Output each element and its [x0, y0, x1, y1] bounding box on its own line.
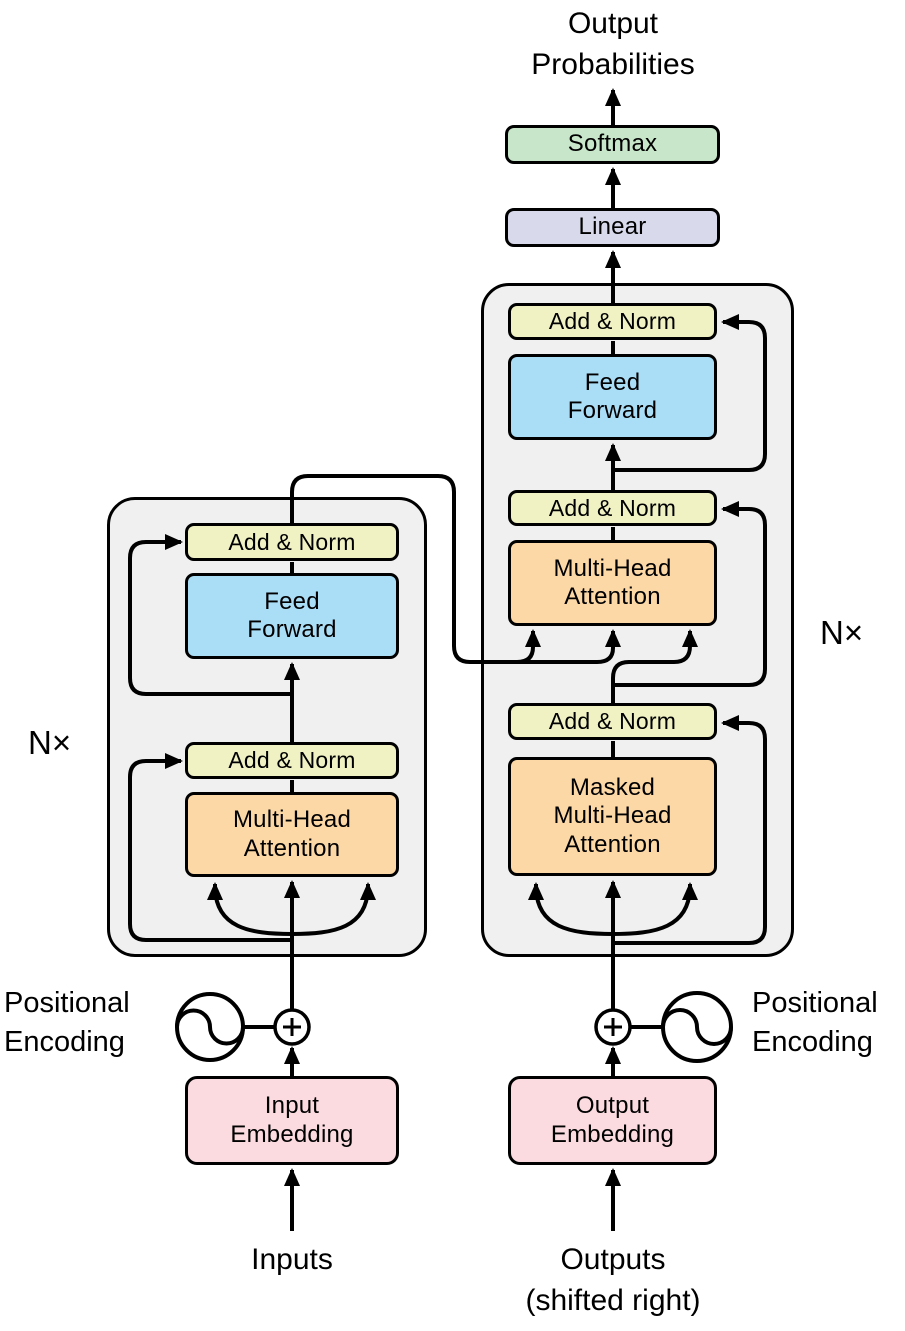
encoder-wires	[128, 474, 621, 1010]
encoder-add-norm-top-box: Add & Norm	[185, 523, 399, 561]
positional-encoding-left-label: Positional Encoding	[4, 987, 130, 1059]
add-left-icon	[273, 1008, 311, 1046]
decoder-wires	[528, 88, 767, 1010]
decoder-add-norm-bottom-box: Add & Norm	[508, 703, 717, 740]
n-times-left-label: N×	[28, 724, 72, 761]
encoder-feed-forward-box: Feed Forward	[185, 573, 399, 659]
outputs-label: Outputs (shifted right)	[525, 1243, 701, 1317]
positional-encoding-right-label: Positional Encoding	[752, 987, 878, 1059]
decoder-feed-forward-box: Feed Forward	[508, 354, 717, 440]
add-right-icon	[594, 1008, 632, 1046]
encoder-multi-head-attention-box: Multi-Head Attention	[185, 792, 399, 877]
n-times-right-label: N×	[820, 614, 864, 651]
decoder-add-norm-middle-box: Add & Norm	[508, 490, 717, 526]
decoder-masked-multi-head-attention-box: Masked Multi-Head Attention	[508, 757, 717, 876]
input-embedding-box: Input Embedding	[185, 1076, 399, 1165]
output-embedding-box: Output Embedding	[508, 1076, 717, 1165]
softmax-box: Softmax	[505, 125, 720, 164]
positional-encoding-left-icon	[175, 992, 245, 1062]
io-wires	[244, 1025, 662, 1231]
encoder-add-norm-bottom-box: Add & Norm	[185, 742, 399, 779]
linear-box: Linear	[505, 208, 720, 247]
output-probabilities-label: Output Probabilities	[531, 7, 695, 81]
decoder-add-norm-top-box: Add & Norm	[508, 303, 717, 340]
inputs-label: Inputs	[251, 1243, 333, 1276]
positional-encoding-right-icon	[661, 991, 733, 1063]
decoder-multi-head-attention-box: Multi-Head Attention	[508, 540, 717, 626]
